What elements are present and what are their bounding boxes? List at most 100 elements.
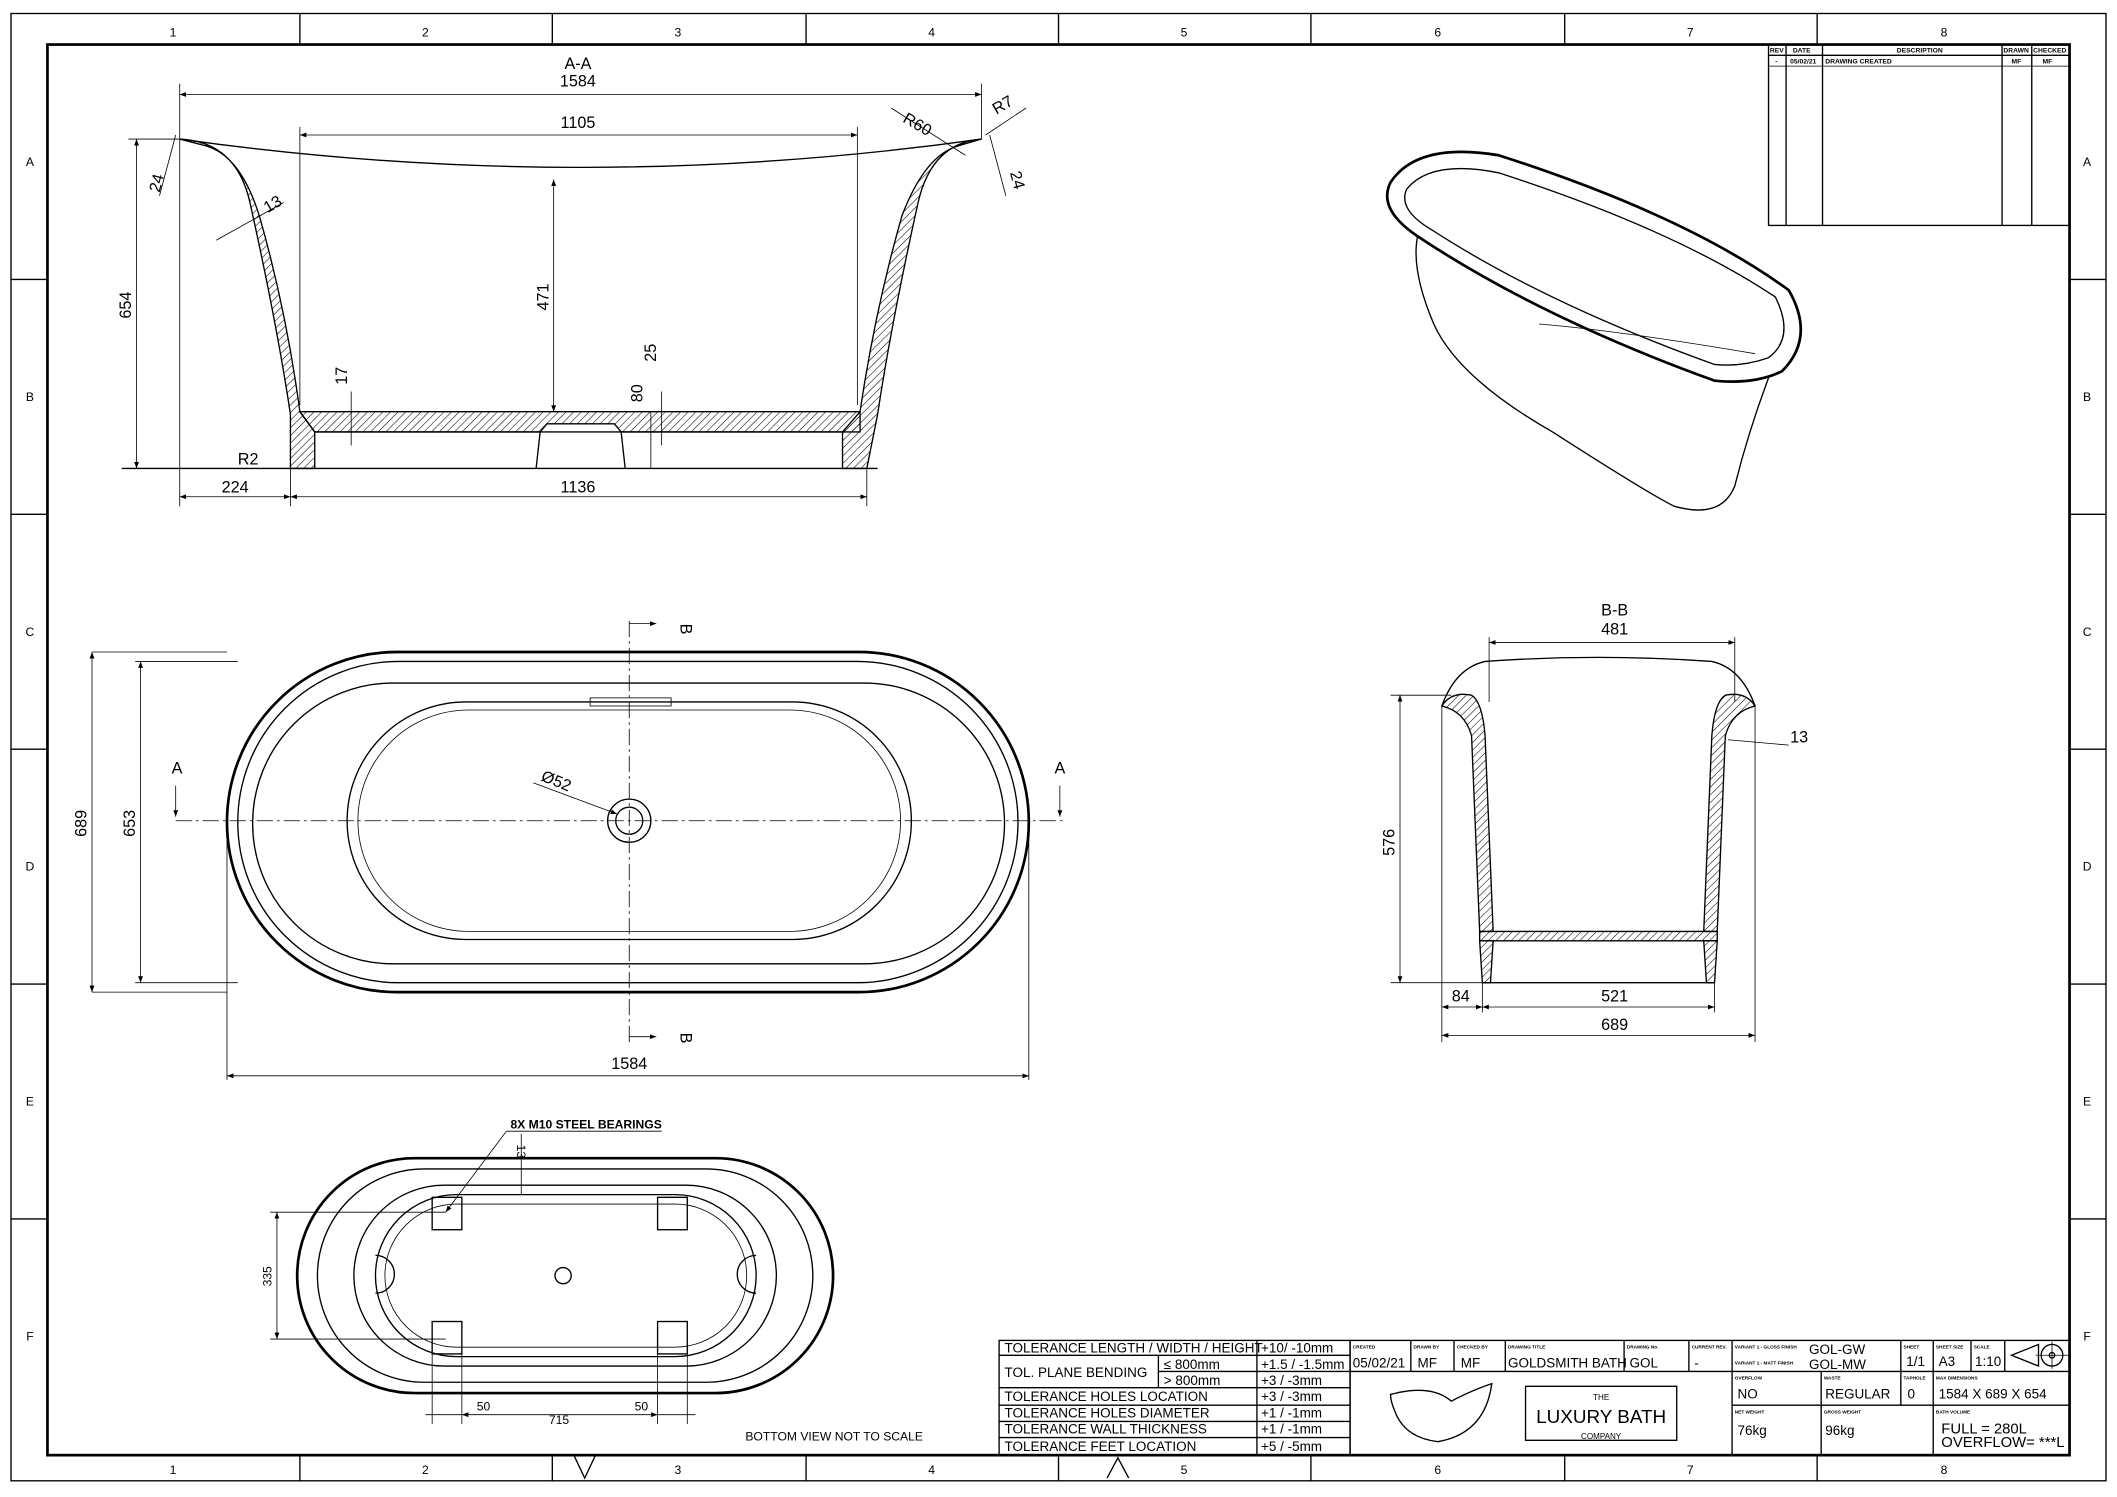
bottom-view: 8X M10 STEEL BEARINGS 13 335 50 715 50 B… [261, 1117, 923, 1443]
dimension-label: 1584 [611, 1055, 647, 1073]
dimension-label: 224 [222, 479, 249, 497]
grid-row: B [26, 390, 34, 404]
dimension-label: 689 [1601, 1016, 1628, 1034]
drawing-no-label: DRAWING No. [1627, 1345, 1659, 1351]
tolerance-value: +5 / -5mm [1261, 1439, 1322, 1454]
tolerance-label: TOLERANCE WALL THICKNESS [1005, 1422, 1207, 1437]
scale-value: 1:10 [1975, 1354, 2001, 1369]
rev-cell: - [1775, 58, 1777, 65]
section-marker: B [677, 624, 695, 635]
tolerance-sub: > 800mm [1164, 1373, 1221, 1388]
tolerance-value: +3 / -3mm [1261, 1389, 1322, 1404]
sheet-size-value: A3 [1939, 1354, 1955, 1369]
net-weight-value: 76kg [1737, 1423, 1766, 1438]
checked-by-label: CHECKED BY [1457, 1345, 1489, 1351]
grid-row: E [26, 1095, 34, 1109]
dimension-label: R2 [238, 450, 259, 468]
revision-table: REV DATE DESCRIPTION DRAWN CHECKED - 05/… [1767, 43, 2071, 227]
dimension-label: 654 [117, 292, 135, 319]
isometric-view [1385, 150, 1803, 511]
variant-gloss-label: VARIANT 1 - GLOSS FINISH [1735, 1345, 1798, 1351]
grid-row: E [2083, 1095, 2091, 1109]
logo-name: LUXURY BATH [1536, 1407, 1666, 1428]
dimension-label: 13 [1790, 728, 1808, 746]
dimension-label: 576 [1381, 829, 1399, 856]
grid-row: A [2083, 155, 2092, 169]
section-title: A-A [564, 55, 591, 73]
grid-row: B [2083, 390, 2091, 404]
section-bb-view: B-B 481 13 576 84 521 689 [1381, 602, 1808, 1043]
title-block: CREATED DRAWN BY CHECKED BY DRAWING TITL… [1349, 1339, 2071, 1456]
drawing-title: GOLDSMITH BATH [1508, 1355, 1627, 1370]
tolerance-value: +1.5 / -1.5mm [1261, 1357, 1345, 1372]
checked-by-value: MF [1461, 1355, 1480, 1370]
grid-col: 2 [422, 1463, 429, 1477]
volume-overflow: OVERFLOW= ***L [1941, 1435, 2064, 1451]
max-dimensions-value: 1584 X 689 X 654 [1939, 1386, 2047, 1401]
description-cell: DRAWING CREATED [1825, 58, 1892, 65]
dimension-label: 689 [73, 810, 91, 837]
dimension-label: 24 [146, 172, 168, 194]
scale-label: SCALE [1974, 1345, 1990, 1351]
dimension-label: 13 [514, 1145, 528, 1159]
section-marker: A [172, 759, 183, 777]
dimension-label: 1136 [561, 479, 596, 497]
projection-symbol-icon [2009, 1341, 2069, 1369]
dimension-label: 24 [1006, 169, 1028, 191]
created-value: 05/02/21 [1353, 1355, 1406, 1370]
tolerance-label: TOLERANCE HOLES DIAMETER [1005, 1405, 1210, 1420]
section-marker: B [677, 1033, 695, 1044]
dimension-label: R60 [900, 109, 935, 139]
grid-col: 6 [1434, 25, 1441, 39]
dimension-label: 653 [121, 810, 139, 837]
description-header: DESCRIPTION [1897, 48, 1943, 55]
checked-cell: MF [2043, 58, 2053, 65]
variant-matt: GOL-MW [1809, 1357, 1866, 1372]
grid-row: C [2083, 625, 2092, 639]
dimension-label: 1105 [561, 114, 596, 132]
overflow-value: NO [1737, 1386, 1757, 1401]
checked-header: CHECKED [2033, 48, 2066, 55]
logo-the: THE [1593, 1393, 1610, 1402]
tolerance-label: TOL. PLANE BENDING [1005, 1365, 1148, 1380]
grid-col: 8 [1941, 1463, 1948, 1477]
grid-col: 7 [1687, 25, 1694, 39]
date-header: DATE [1793, 48, 1811, 55]
grid-row: F [2083, 1329, 2090, 1343]
logo-company: COMPANY [1581, 1432, 1622, 1441]
dimension-label: 80 [629, 384, 647, 402]
grid-col: 8 [1941, 25, 1948, 39]
taphole-value: 0 [1908, 1386, 1916, 1401]
drawn-by-value: MF [1418, 1355, 1437, 1370]
grid-col: 3 [674, 1463, 681, 1477]
bath-thumbnail-icon [1389, 1382, 1493, 1443]
dimension-label: 521 [1601, 988, 1628, 1006]
section-marker: A [1054, 759, 1065, 777]
drawing-no: GOL [1629, 1355, 1658, 1370]
grid-col: 1 [170, 1463, 177, 1477]
dimension-label: Ø52 [539, 767, 574, 795]
max-dimensions-label: MAX DIMENSIONS [1936, 1376, 1978, 1382]
gross-weight-label: GROSS WEIGHT [1824, 1409, 1861, 1415]
grid-col: 6 [1434, 1463, 1441, 1477]
drawn-header: DRAWN [2003, 48, 2029, 55]
grid-row: D [26, 860, 35, 874]
grid-row: D [2083, 860, 2092, 874]
sheet-value: 1/1 [1906, 1354, 1925, 1369]
tolerance-value: +1 / -1mm [1261, 1405, 1322, 1420]
dimension-label: 1584 [560, 72, 596, 90]
dimension-label: 25 [642, 344, 660, 362]
grid-col: 1 [170, 25, 177, 39]
tolerance-label: TOLERANCE LENGTH / WIDTH / HEIGHT [1005, 1341, 1263, 1356]
gross-weight-value: 96kg [1825, 1423, 1854, 1438]
variant-gloss: GOL-GW [1809, 1342, 1865, 1357]
grid-col: 4 [928, 1463, 935, 1477]
grid-col: 5 [1181, 1463, 1188, 1477]
plan-view: A A B B 689 653 Ø52 1584 [73, 620, 1067, 1080]
section-title: B-B [1601, 602, 1628, 620]
bearings-note: 8X M10 STEEL BEARINGS [510, 1117, 661, 1131]
volume-full: FULL = 280L [1941, 1422, 2027, 1438]
current-rev-label: CURRENT REV. [1692, 1345, 1727, 1351]
tolerance-value: +10/ -10mm [1261, 1341, 1333, 1356]
